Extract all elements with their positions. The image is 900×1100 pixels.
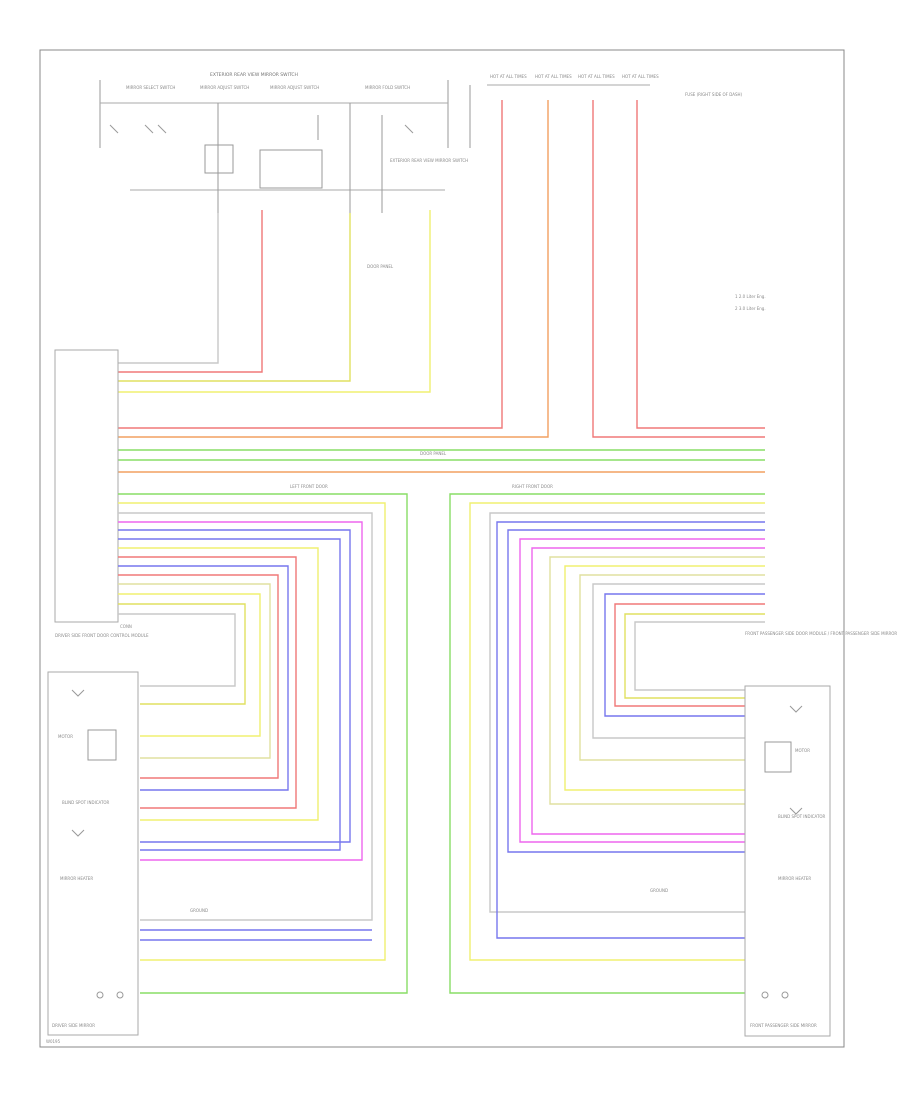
right-mirror-turn-label: BLIND SPOT INDICATOR bbox=[778, 814, 826, 819]
fold-switch-note: EXTERIOR REAR VIEW MIRROR SWITCH bbox=[390, 158, 468, 163]
switch-wires bbox=[118, 210, 431, 393]
right-mirror-box bbox=[744, 685, 831, 1037]
left-mirror-motor-label: MOTOR bbox=[58, 734, 73, 739]
fuse-label-4: HOT AT ALL TIMES bbox=[622, 74, 659, 79]
right-door-splice: RIGHT FRONT DOOR bbox=[512, 484, 553, 489]
fuse-label-2: HOT AT ALL TIMES bbox=[535, 74, 572, 79]
left-mirror-turn-label: BLIND SPOT INDICATOR bbox=[62, 800, 110, 805]
switch-contacts bbox=[109, 103, 414, 213]
right-mirror-ground-label: GROUND bbox=[650, 888, 668, 893]
fuse-wires bbox=[118, 100, 765, 438]
right-wires bbox=[449, 493, 765, 994]
switch-label-4: MIRROR FOLD SWITCH bbox=[365, 85, 410, 90]
fuse-box-label: FUSE (RIGHT SIDE OF DASH) bbox=[685, 92, 743, 97]
switch-label-2: MIRROR ADJUST SWITCH bbox=[200, 85, 249, 90]
left-mirror-name: DRIVER SIDE MIRROR bbox=[52, 1023, 95, 1028]
fuse-label-3: HOT AT ALL TIMES bbox=[578, 74, 615, 79]
left-mirror-heater-label: MIRROR HEATER bbox=[60, 876, 93, 881]
switch-label-1: MIRROR SELECT SWITCH bbox=[126, 85, 175, 90]
diagram-footer-code: W0195 bbox=[46, 1039, 61, 1044]
left-mirror-box bbox=[47, 671, 139, 1036]
right-mirror-motor-label: MOTOR bbox=[795, 748, 810, 753]
legend-item-1: 1 2.0 Liter Eng. bbox=[735, 294, 766, 299]
left-module-box bbox=[54, 349, 119, 623]
legend-item-2: 2 3.0 Liter Eng. bbox=[735, 306, 766, 311]
fuse-label-1: HOT AT ALL TIMES bbox=[490, 74, 527, 79]
right-mirror-name: FRONT PASSENGER SIDE MIRROR bbox=[750, 1023, 817, 1028]
left-mirror-motor bbox=[87, 729, 117, 761]
right-mirror-motor bbox=[764, 741, 792, 773]
ground-symbols bbox=[71, 689, 803, 999]
center-splice-label: DOOR PANEL bbox=[420, 451, 447, 456]
left-module-connector: CONN bbox=[120, 624, 132, 629]
left-module-name: DRIVER SIDE FRONT DOOR CONTROL MODULE bbox=[55, 633, 149, 638]
left-door-splice: LEFT FRONT DOOR bbox=[290, 484, 328, 489]
right-module-name: FRONT PASSENGER SIDE DOOR MODULE / FRONT… bbox=[745, 631, 897, 636]
bus-wires bbox=[118, 449, 765, 473]
top-header: EXTERIOR REAR VIEW MIRROR SWITCH bbox=[210, 72, 298, 78]
diagram-frame bbox=[39, 49, 845, 1048]
mirror-fold-splice: DOOR PANEL bbox=[367, 264, 394, 269]
switch-label-3: MIRROR ADJUST SWITCH bbox=[270, 85, 319, 90]
left-mirror-ground-label: GROUND bbox=[190, 908, 208, 913]
left-wires bbox=[118, 493, 408, 994]
right-mirror-heater-label: MIRROR HEATER bbox=[778, 876, 811, 881]
